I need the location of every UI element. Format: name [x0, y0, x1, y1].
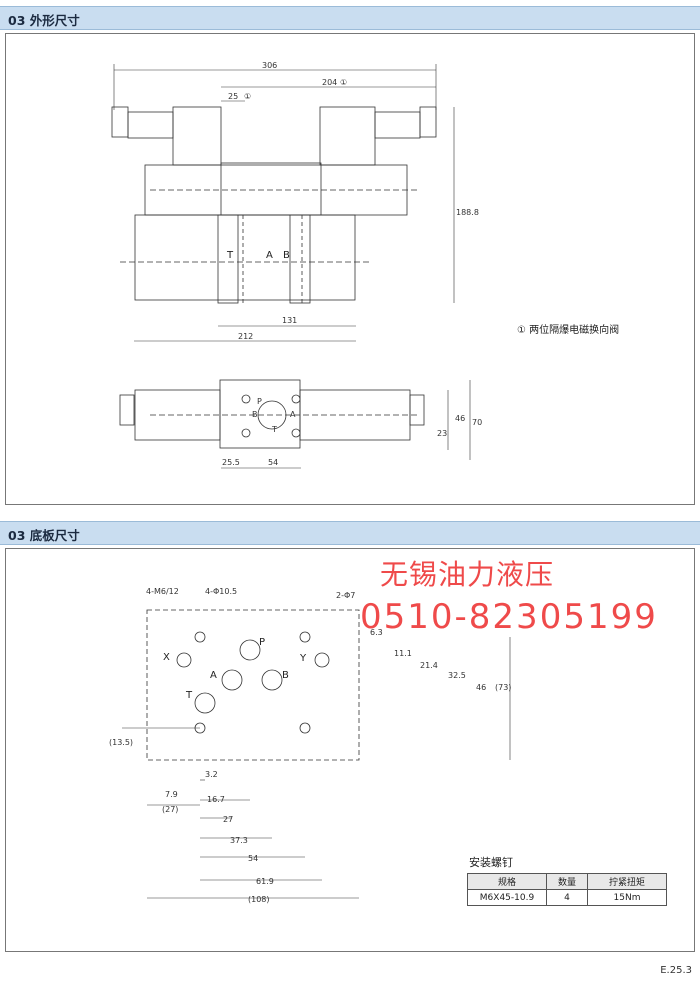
valve-plan-view [119, 379, 425, 449]
dim-46: 46 [455, 414, 465, 423]
dim-32-5: 32.5 [448, 671, 466, 680]
outline-dimension-lines [113, 64, 471, 469]
dim-306: 306 [262, 61, 277, 70]
base-dimension-lines [122, 637, 511, 899]
dim-16-7: 16.7 [207, 795, 225, 804]
bolt-cell-torque: 15Nm [587, 889, 667, 906]
dim-54: 54 [268, 458, 278, 467]
plan-label-a: A [290, 410, 296, 419]
section-title-outline: 03 外形尺寸 [8, 13, 80, 28]
callout-d10-5: 4-Φ10.5 [205, 587, 237, 596]
dim-46-base: 46 [476, 683, 486, 692]
bolt-header-torque: 拧紧扭矩 [587, 873, 667, 890]
plan-label-t: T [271, 425, 277, 434]
bolt-header-spec: 规格 [467, 873, 547, 890]
base-port-x: X [163, 652, 170, 663]
section-header-base: 03 底板尺寸 [0, 521, 700, 545]
port-label-a: A [266, 250, 273, 261]
dim-212: 212 [238, 332, 253, 341]
dim-108: (108) [248, 895, 270, 904]
port-label-t: T [226, 250, 234, 261]
bolt-cell-spec: M6X45-10.9 [467, 889, 547, 906]
port-label-b: B [283, 250, 290, 261]
dim-25-5: 25.5 [222, 458, 240, 467]
bolt-table: 规格 数量 拧紧扭矩 M6X45-10.9 4 15Nm [467, 873, 667, 906]
plan-label-p: P [257, 397, 262, 406]
dim-27: 27 [223, 815, 233, 824]
base-port-t: T [185, 690, 193, 701]
dim-131: 131 [282, 316, 297, 325]
section-title-base: 03 底板尺寸 [8, 528, 80, 543]
plan-label-b: B [252, 410, 258, 419]
dim-11-1: 11.1 [394, 649, 412, 658]
circled-one-25: ① [244, 92, 251, 101]
base-plate [146, 609, 360, 761]
dim-13-5: (13.5) [109, 738, 133, 747]
dim-27-paren: (27) [162, 805, 178, 814]
bolt-cell-qty: 4 [546, 889, 588, 906]
dim-188-8: 188.8 [456, 208, 479, 217]
dim-21-4: 21.4 [420, 661, 438, 670]
callout-d7: 2-Φ7 [336, 591, 355, 600]
dim-204: 204 [322, 78, 337, 87]
section-header-outline: 03 外形尺寸 [0, 6, 700, 30]
valve-note: ① 两位隔爆电磁换向阀 [517, 325, 620, 336]
dim-3-2: 3.2 [205, 770, 218, 779]
base-port-a: A [210, 670, 217, 681]
outline-drawing-frame [5, 33, 695, 505]
watermark-phone: 0510-82305199 [360, 597, 658, 637]
base-port-b: B [282, 670, 289, 681]
dim-61-9: 61.9 [256, 877, 274, 886]
watermark-company: 无锡油力液压 [380, 558, 555, 591]
dim-23: 23 [437, 429, 447, 438]
dim-6-3: 6.3 [370, 628, 383, 637]
base-port-y: Y [299, 653, 307, 664]
dim-25: 25 [228, 92, 238, 101]
callout-m6: 4-M6/12 [146, 587, 179, 596]
valve-front-view [111, 106, 437, 305]
dim-54-base: 54 [248, 854, 258, 863]
bolt-table-title: 安装螺钉 [469, 856, 513, 869]
dim-7-9: 7.9 [165, 790, 178, 799]
circled-one-204: ① [340, 78, 347, 87]
base-port-p: P [259, 637, 265, 648]
dim-73: (73) [495, 683, 511, 692]
dim-37-3: 37.3 [230, 836, 248, 845]
bolt-header-qty: 数量 [546, 873, 588, 890]
dim-70: 70 [472, 418, 482, 427]
page-number: E.25.3 [660, 965, 692, 976]
